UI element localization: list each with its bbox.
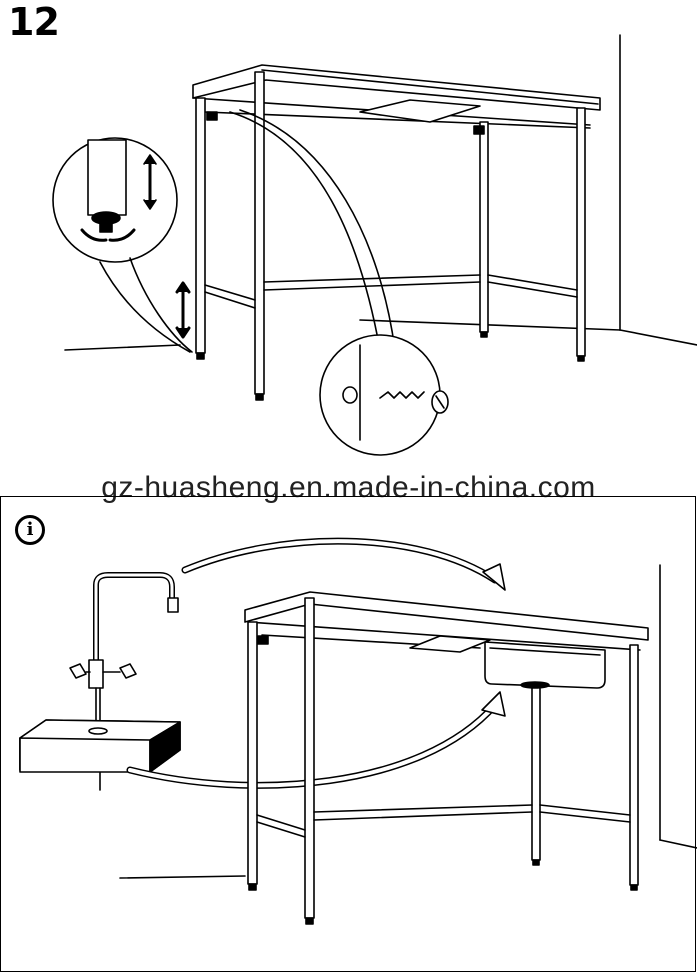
mounting-board [19, 719, 181, 773]
watermark-text: gz-huasheng.en.made-in-china.com [101, 471, 596, 504]
room-lines [64, 34, 697, 351]
foot-detail-circle [52, 137, 193, 353]
info-panel [0, 496, 696, 972]
faucet [69, 572, 179, 791]
screw-callout-arrow [229, 111, 381, 351]
assembly-arrows [126, 537, 506, 789]
height-adjust-arrow [175, 281, 191, 339]
info-icon: i [15, 515, 45, 545]
table-frame [192, 64, 601, 401]
step-number: 12 [8, 0, 60, 44]
step-12-illustration [52, 34, 697, 456]
room-lines-bottom [119, 564, 697, 879]
table-with-sink [244, 591, 649, 925]
screw-detail-circle [319, 334, 449, 456]
